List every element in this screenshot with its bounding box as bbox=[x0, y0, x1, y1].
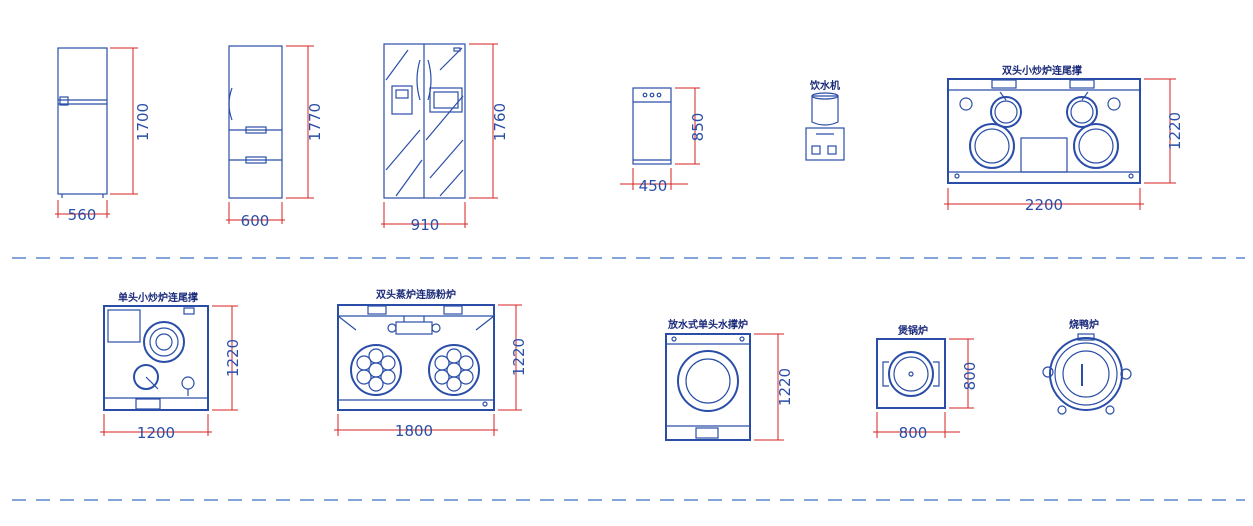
steam-stove: 双头蒸炉连肠粉炉 bbox=[334, 288, 528, 440]
single-stove: 单头小炒炉连尾撑 1220 1200 bbox=[100, 291, 242, 442]
fridge-a-width: 560 bbox=[68, 206, 97, 224]
fridge-c: 1760 910 bbox=[381, 43, 509, 234]
fridge-a: 1700 560 bbox=[55, 47, 152, 224]
stew-stove-width: 800 bbox=[899, 424, 928, 442]
cabinet-width: 450 bbox=[639, 177, 668, 195]
cabinet: 850 450 bbox=[620, 87, 707, 195]
fridge-c-width: 910 bbox=[411, 216, 440, 234]
wok-stove: 放水式单头水撑炉 1220 bbox=[665, 318, 794, 441]
stew-stove: 煲锅炉 800 800 bbox=[873, 324, 979, 442]
fridge-c-height: 1760 bbox=[491, 103, 509, 141]
water-dispenser-title: 饮水机 bbox=[809, 79, 840, 92]
double-stove-width: 2200 bbox=[1025, 196, 1063, 214]
steam-stove-title: 双头蒸炉连肠粉炉 bbox=[376, 288, 456, 301]
fridge-b-width: 600 bbox=[241, 212, 270, 230]
steam-stove-height: 1220 bbox=[510, 338, 528, 376]
water-dispenser: 饮水机 bbox=[805, 79, 845, 161]
single-stove-width: 1200 bbox=[137, 424, 175, 442]
double-stove-title: 双头小炒炉连尾撑 bbox=[1002, 64, 1082, 77]
stew-stove-height: 800 bbox=[961, 362, 979, 391]
cabinet-height: 850 bbox=[689, 113, 707, 142]
stew-stove-title: 煲锅炉 bbox=[898, 324, 928, 337]
fridge-b: 1770 600 bbox=[226, 45, 324, 230]
wok-stove-title: 放水式单头水撑炉 bbox=[667, 318, 748, 331]
roast-stove: 烧鸭炉 bbox=[1042, 318, 1132, 415]
fridge-a-height: 1700 bbox=[134, 103, 152, 141]
fridge-b-height: 1770 bbox=[306, 103, 324, 141]
single-stove-title: 单头小炒炉连尾撑 bbox=[118, 291, 198, 304]
double-stove-height: 1220 bbox=[1166, 112, 1184, 150]
double-stove: 双头小炒炉连尾撑 1220 2200 bbox=[944, 64, 1184, 214]
steam-stove-width: 1800 bbox=[395, 422, 433, 440]
single-stove-height: 1220 bbox=[224, 339, 242, 377]
roast-stove-title: 烧鸭炉 bbox=[1069, 318, 1099, 331]
wok-stove-height: 1220 bbox=[776, 368, 794, 406]
